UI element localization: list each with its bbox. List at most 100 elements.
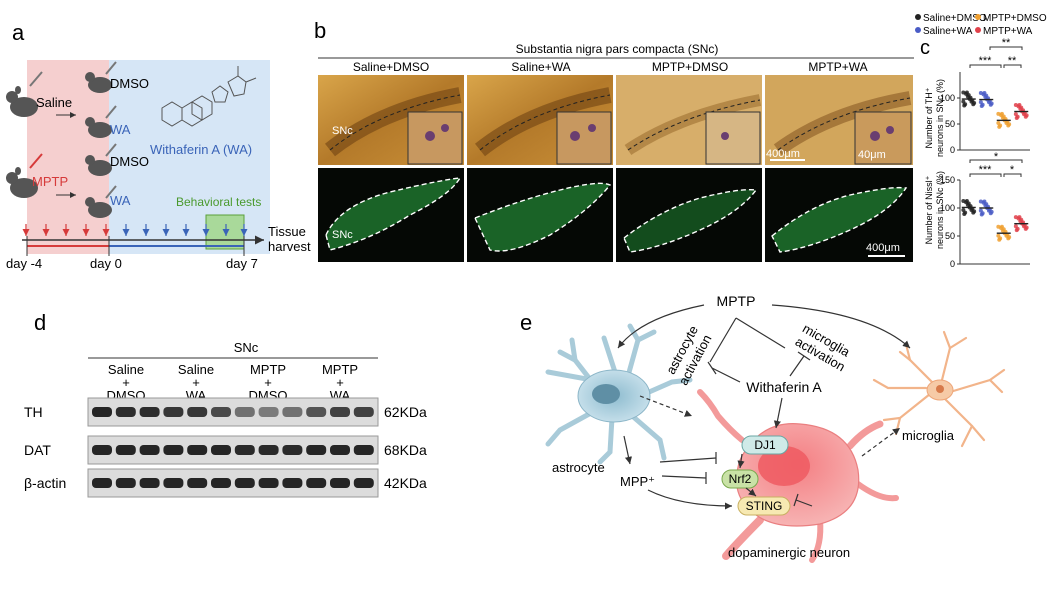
mptp-label: MPTP (32, 174, 68, 189)
neuron-label: dopaminergic neuron (728, 545, 850, 560)
panel-e: e astrocyte microglia (520, 293, 1006, 563)
ihc-image-4: 400μm 40μm (765, 75, 913, 165)
mpp-label: MPP⁺ (620, 474, 655, 489)
blot-band (163, 478, 184, 488)
nrf2-badge (721, 469, 759, 489)
fluor-image-2 (467, 168, 613, 262)
ylabel-top-1: Number of TH⁺ (924, 87, 934, 148)
blot-band (282, 478, 303, 488)
snc-label-fluor: SNc (332, 229, 353, 241)
blot-band (234, 445, 255, 455)
withaferin-label: Withaferin A (WA) (150, 142, 252, 157)
col-label-4: MPTP+WA (808, 60, 867, 74)
y-tick-label: 100 (940, 203, 955, 213)
astrocyte-cell-icon (545, 323, 693, 465)
blot-band (258, 478, 279, 488)
wa-label-1: WA (110, 122, 131, 137)
data-point (961, 208, 966, 213)
legend-mptp-wa: MPTP+WA (983, 26, 1033, 37)
data-point (982, 199, 987, 204)
blot-size-label: 68KDa (384, 442, 427, 458)
ihc-image-3 (616, 75, 762, 165)
scale-bar-ihc: 400μm (766, 148, 800, 160)
mouse-icon-mptp (6, 167, 38, 198)
blot-band (115, 445, 136, 455)
data-point (1013, 224, 1018, 229)
blot-band (353, 478, 374, 488)
blot-strip (87, 468, 379, 498)
blot-band (306, 478, 327, 488)
panel-letter-c: c (920, 37, 930, 59)
blot-band (115, 478, 136, 488)
mouse-icon-group2 (85, 117, 112, 138)
harvest-label: harvest (268, 239, 311, 254)
sig-bottom-3: * (1010, 164, 1015, 176)
blot-group-label: + (264, 375, 272, 390)
col-label-1: Saline+DMSO (353, 60, 429, 74)
blot-band (92, 445, 112, 455)
y-tick-label: 0 (950, 259, 955, 269)
y-tick-label: 150 (940, 175, 955, 185)
blot-row-label: DAT (24, 442, 51, 458)
blot-region: SNc (234, 340, 259, 355)
data-point (961, 99, 966, 104)
blot-row-label: TH (24, 404, 43, 420)
syringe-icon (29, 61, 117, 199)
data-point (999, 224, 1004, 229)
microglia-label: microglia (902, 428, 955, 443)
nissl-scatter-chart: 0 50 100 150 (940, 175, 1030, 269)
saline-label: Saline (36, 95, 72, 110)
blot-band (211, 478, 231, 488)
wa-label-2: WA (110, 193, 131, 208)
wa-injection-arrows (122, 224, 248, 236)
dmso-label-2: DMSO (110, 154, 149, 169)
dj1-badge (741, 435, 789, 455)
data-point (1013, 112, 1018, 117)
blot-band (211, 407, 231, 417)
blot-band (282, 445, 303, 455)
ylabel-top-2: neurons in SNc (%) (935, 79, 945, 157)
blot-band (187, 478, 208, 488)
col-label-3: MPTP+DMSO (652, 60, 728, 74)
blot-band (282, 407, 303, 417)
mptp-injection-arrows (22, 224, 110, 236)
panel-letter-b: b (314, 18, 326, 43)
blot-band (115, 407, 136, 417)
blot-size-label: 42KDa (384, 475, 427, 491)
panel-letter-d: d (34, 310, 46, 335)
behavioral-box (205, 214, 245, 250)
blot-size-label: 62KDa (384, 404, 427, 420)
withaferin-structure-icon (161, 66, 257, 127)
scale-bar-fluor: 400μm (866, 242, 900, 254)
y-tick-label: 100 (940, 93, 955, 103)
blot-group-label: + (336, 375, 344, 390)
blot-group-label: MPTP (250, 362, 286, 377)
nrf2-label: Nrf2 (729, 472, 752, 486)
blot-band (306, 445, 327, 455)
data-point (996, 120, 1001, 125)
day-minus-4-label: day -4 (6, 256, 42, 271)
ylabel-bottom-1: Number of Nissl⁺ (924, 175, 934, 244)
blot-group-label: MPTP (322, 362, 358, 377)
panel-a: a Behavioral tests Saline MP (6, 20, 311, 271)
legend-saline-dmso: Saline+DMSO (923, 13, 987, 24)
blot-group-label: + (122, 375, 130, 390)
behavioral-label: Behavioral tests (176, 195, 261, 209)
blot-band (211, 445, 231, 455)
sig-top (969, 46, 1023, 68)
dmso-label-1: DMSO (110, 76, 149, 91)
data-point (964, 90, 969, 95)
blot-band (139, 407, 160, 417)
panel-b: b Substantia nigra pars compacta (SNc) S… (314, 18, 914, 262)
data-point (996, 233, 1001, 238)
data-point (964, 198, 969, 203)
data-point (978, 208, 983, 213)
mouse-icon-group1 (85, 72, 112, 93)
data-point (1017, 215, 1022, 220)
fluor-image-4: 400μm (765, 168, 913, 262)
y-tick-label: 50 (945, 231, 955, 241)
blot-strip (87, 435, 379, 465)
blot-band (139, 478, 160, 488)
